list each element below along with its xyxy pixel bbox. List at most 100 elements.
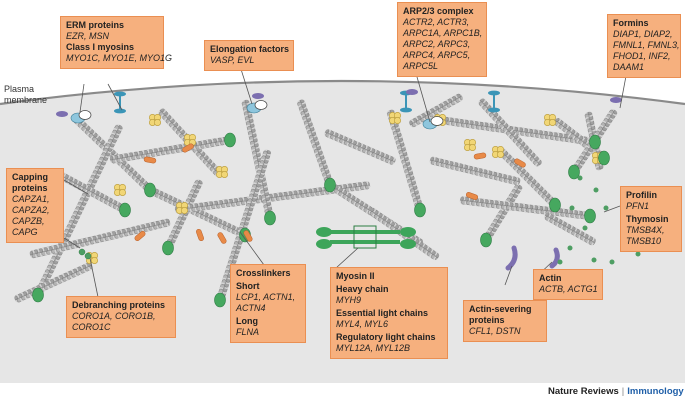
publisher-name: Nature Reviews — [548, 386, 619, 397]
debranching-proteins-title: Debranching proteins — [72, 300, 166, 310]
crosslinkers-long-label: Long — [236, 316, 258, 326]
crosslinkers-short-genes-line-1: LCP1, ACTN1, — [236, 292, 296, 302]
capping-protein — [598, 150, 610, 166]
myosin-ii-light-chain-band — [353, 225, 377, 249]
cofilin-severing-protein — [549, 247, 560, 269]
crosslinker — [217, 232, 227, 244]
arp23-genes-line-2: ARPC1A, ARPC1B, — [403, 28, 483, 38]
actin-filament — [149, 187, 246, 238]
actin-filament — [483, 184, 523, 241]
arp23-subunit — [119, 189, 127, 197]
arp23-subunit — [181, 207, 189, 215]
arp23-complex-box: ARP2/3 complex ACTR2, ACTR3, ARPC1A, ARP… — [397, 2, 487, 77]
formins-box: Formins DIAP1, DIAP2, FMNL1, FMNL3, FHOD… — [607, 14, 681, 78]
plasma-membrane-label-line-2: membrane — [4, 95, 48, 105]
plasma-membrane-label-line-1: Plasma — [4, 84, 35, 94]
formin — [406, 89, 418, 95]
crosslinkers-long-genes: FLNA — [236, 327, 260, 337]
profilin-genes: PFN1 — [626, 201, 650, 211]
actin-genes: ACTB, ACTG1 — [539, 284, 598, 294]
thymosin-genes-line-2: TMSB10 — [626, 236, 662, 246]
capping-protein — [224, 132, 236, 148]
actin-filament — [409, 93, 463, 128]
crosslinker — [182, 143, 194, 153]
arp23-genes-line-4: ARPC4, ARPC5, — [403, 50, 471, 60]
arp23-genes-line-1: ACTR2, ACTR3, — [403, 17, 470, 27]
actin-filament — [73, 116, 152, 192]
capping-proteins-box: Capping proteins CAPZA1, CAPZA2, CAPZB, … — [6, 168, 64, 243]
actin-monomer — [609, 259, 615, 265]
crosslinker — [196, 228, 204, 242]
capping-protein — [480, 232, 492, 248]
coronin-debranching-protein — [78, 248, 86, 256]
arp23-subunit — [154, 119, 162, 127]
actin-filament — [459, 196, 591, 220]
class-i-myosin-tail — [78, 110, 92, 120]
actin-filament — [386, 109, 424, 211]
capping-genes-line-2: CAPZA2, — [12, 205, 50, 215]
crosslinkers-box: Crosslinkers Short LCP1, ACTN1, ACTN4 Lo… — [230, 264, 306, 343]
actin-filament — [165, 179, 203, 249]
class-i-myosin-tail — [254, 100, 268, 110]
arp23-subunit — [548, 119, 556, 127]
journal-credit: Nature Reviews|Immunology — [548, 386, 684, 397]
class-i-myosins-title: Class I myosins — [66, 42, 135, 52]
capping-protein — [589, 134, 601, 150]
actin-filament — [216, 149, 272, 301]
myosin-ii-box: Myosin II Heavy chain MYH9 Essential lig… — [330, 267, 448, 359]
arp23-complex-title: ARP2/3 complex — [403, 6, 474, 16]
actin-monomer — [569, 205, 575, 211]
crosslinker — [134, 231, 146, 241]
actin-filament — [324, 129, 396, 165]
actin-box: Actin ACTB, ACTG1 — [533, 269, 603, 300]
actin-filament — [498, 148, 557, 207]
arp23-subunit — [221, 171, 229, 179]
cofilin-severing-protein — [505, 245, 518, 271]
actin-filament — [174, 181, 371, 214]
capping-genes-line-1: CAPZA1, — [12, 194, 50, 204]
erm-anchor-bottom — [400, 107, 412, 113]
actin-monomer — [603, 205, 609, 211]
myosin-ii-head — [400, 239, 416, 249]
debranching-genes-line-1: CORO1A, CORO1B, — [72, 311, 156, 321]
erm-anchor-bottom — [114, 108, 126, 114]
capping-protein — [568, 164, 580, 180]
actin-filament — [241, 99, 274, 219]
capping-protein — [549, 197, 561, 213]
actin-monomer — [582, 225, 588, 231]
class-i-myosins-genes: MYO1C, MYO1E, MYO1G — [66, 53, 173, 63]
arp23-genes-line-3: ARPC2, ARPC3, — [403, 39, 471, 49]
plasma-membrane — [0, 79, 685, 106]
actin-filament — [478, 98, 542, 167]
actin-filament — [297, 99, 333, 186]
actin-monomer — [557, 259, 563, 265]
formin — [252, 93, 264, 99]
essential-light-chains-label: Essential light chains — [336, 308, 429, 318]
actin-monomer — [577, 175, 583, 181]
profilin-title: Profilin — [626, 190, 657, 200]
actin-title: Actin — [539, 273, 562, 283]
myosin-ii-head — [316, 227, 332, 237]
capping-protein — [264, 210, 276, 226]
capping-protein — [32, 287, 44, 303]
formins-genes-line-1: DIAP1, DIAP2, — [613, 29, 673, 39]
myosin-ii-rod — [330, 240, 400, 244]
formins-title: Formins — [613, 18, 649, 28]
actin-filament — [109, 136, 231, 164]
myosin-ii-title: Myosin II — [336, 271, 375, 281]
erm-proteins-genes: EZR, MSN — [66, 31, 110, 41]
capping-proteins-title-line-1: Capping — [12, 172, 48, 182]
erm-anchor-stem — [493, 93, 495, 109]
profilin-thymosin-box: Profilin PFN1 Thymosin TMSB4X, TMSB10 — [620, 186, 682, 252]
capping-protein — [414, 202, 426, 218]
essential-light-chains-genes: MYL4, MYL6 — [336, 319, 389, 329]
crosslinker — [143, 156, 157, 164]
plasma-membrane-label: Plasma membrane — [4, 84, 47, 106]
actin-filament — [29, 218, 171, 259]
heavy-chain-label: Heavy chain — [336, 284, 389, 294]
arp23-subunit — [91, 256, 99, 264]
debranching-proteins-box: Debranching proteins CORO1A, CORO1B, COR… — [66, 296, 176, 338]
decorations — [32, 89, 641, 308]
crosslinkers-short-genes-line-2: ACTN4 — [236, 303, 266, 313]
